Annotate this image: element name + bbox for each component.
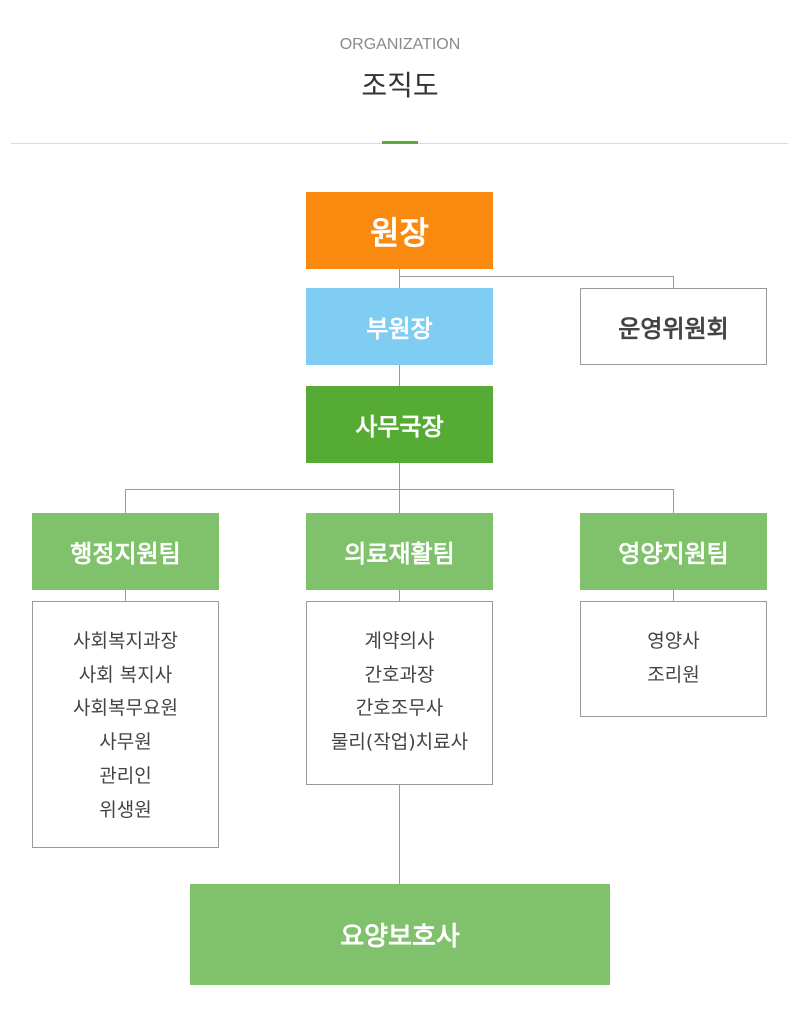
operating-committee-box: 운영위원회 bbox=[580, 288, 767, 365]
connector-admin-staff bbox=[125, 590, 126, 601]
staff-item: 사회복지과장 bbox=[73, 630, 178, 652]
staff-item: 사회복무요원 bbox=[73, 697, 178, 720]
staff-item: 조리원 bbox=[647, 663, 700, 686]
staff-item: 관리인 bbox=[99, 764, 152, 787]
nutrition-team-staff-list: 영양사 조리원 bbox=[580, 601, 767, 717]
connector-director-vice bbox=[399, 269, 400, 288]
connector-medical-caregiver bbox=[399, 785, 400, 884]
medical-team-staff-list: 계약의사 간호과장 간호조무사 물리(작업)치료사 bbox=[306, 601, 493, 785]
staff-item: 물리(작업)치료사 bbox=[330, 731, 469, 754]
connector-branch-committee-h bbox=[399, 276, 674, 277]
secretary-general-box: 사무국장 bbox=[306, 386, 493, 463]
connector-medical-staff bbox=[399, 590, 400, 601]
connector-vice-secretary bbox=[399, 365, 400, 386]
medical-rehab-team-box: 의료재활팀 bbox=[306, 513, 493, 590]
staff-item: 사무원 bbox=[99, 731, 152, 754]
page-title: 조직도 bbox=[361, 69, 439, 102]
staff-item: 위생원 bbox=[99, 798, 152, 821]
connector-admin-team bbox=[125, 489, 126, 513]
connector-branch-committee-v bbox=[673, 276, 674, 288]
staff-item: 사회 복지사 bbox=[78, 663, 173, 686]
nutrition-support-team-box: 영양지원팀 bbox=[580, 513, 767, 590]
caregiver-box: 요양보호사 bbox=[190, 884, 610, 985]
staff-item: 간호조무사 bbox=[355, 697, 444, 720]
admin-support-team-box: 행정지원팀 bbox=[32, 513, 219, 590]
staff-item: 영양사 bbox=[647, 630, 700, 652]
connector-nutrition-team bbox=[673, 489, 674, 513]
connector-nutrition-staff bbox=[673, 590, 674, 601]
admin-team-staff-list: 사회복지과장 사회 복지사 사회복무요원 사무원 관리인 위생원 bbox=[32, 601, 219, 848]
page-subtitle: ORGANIZATION bbox=[339, 36, 461, 53]
staff-item: 계약의사 bbox=[364, 630, 435, 652]
vice-director-box: 부원장 bbox=[306, 288, 493, 365]
connector-secretary-teams bbox=[399, 463, 400, 513]
header-accent-bar bbox=[382, 141, 418, 144]
staff-item: 간호과장 bbox=[364, 663, 435, 686]
connector-teams-horizontal bbox=[125, 489, 674, 490]
director-box: 원장 bbox=[306, 192, 493, 269]
